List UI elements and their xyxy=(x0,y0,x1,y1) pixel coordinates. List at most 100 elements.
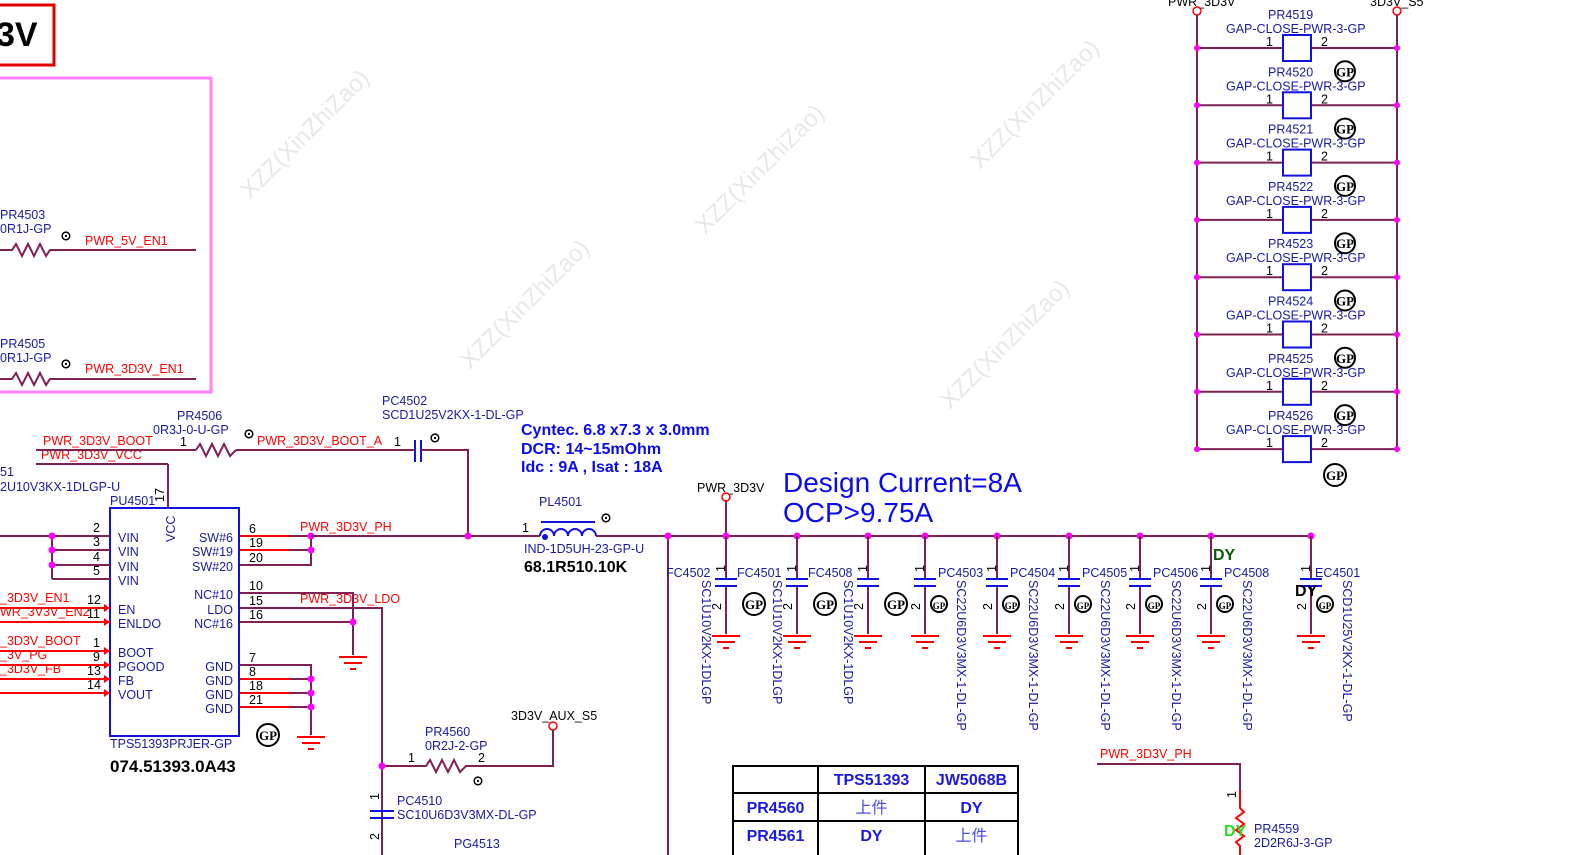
pin-net: _3D3V_FB xyxy=(0,662,61,676)
gap-resistor-array: PWR_3D3V 3D3V_S5 PR4519GAP-CLOSE-PWR-3-G… xyxy=(1168,0,1424,487)
pin-name: SW#20 xyxy=(192,560,233,574)
pin-name: EN xyxy=(118,603,135,617)
gp-badge: GP xyxy=(1336,236,1354,251)
cap-ref: FC4501 xyxy=(737,566,782,580)
pin-number: 6 xyxy=(249,522,256,536)
pin-number: 1 xyxy=(1057,565,1071,572)
gap-left-net: PWR_3D3V xyxy=(1168,0,1236,9)
cap-ref: EC4501 xyxy=(1315,566,1360,580)
table-cell: DY xyxy=(960,800,983,817)
pc4510-ref: PC4510 xyxy=(397,794,442,808)
gap-part: GAP-CLOSE-PWR-3-GP xyxy=(1226,366,1366,380)
gap-ref: PR4520 xyxy=(1268,65,1313,79)
pin-name: GND xyxy=(205,688,233,702)
gap-ref: PR4522 xyxy=(1268,180,1313,194)
enable-block: PR4503 0R1J-GP PWR_5V_EN1 ⊙ PR4505 0R1J-… xyxy=(0,76,213,394)
ground-symbol xyxy=(1055,635,1083,649)
cap-ref: FC4508 xyxy=(808,566,853,580)
pc4502-ref: PC4502 xyxy=(382,394,427,408)
pin-name: SW#6 xyxy=(199,531,233,545)
gap-part: GAP-CLOSE-PWR-3-GP xyxy=(1226,22,1366,36)
ground-symbol xyxy=(1197,635,1225,649)
pin-number: 3 xyxy=(93,535,100,549)
net-pwr-5v-en1: PWR_5V_EN1 xyxy=(85,234,168,248)
table-row-header: PR4560 xyxy=(747,800,805,817)
watermark: XZZ(XinZhiZao) xyxy=(455,234,595,374)
pin-number: 5 xyxy=(93,564,100,578)
ground-symbol xyxy=(339,656,367,670)
pin-number: 1 xyxy=(714,565,728,572)
pin-number: 1 xyxy=(1266,322,1273,336)
gp-badge-icon xyxy=(1334,60,1356,83)
gap-part: GAP-CLOSE-PWR-3-GP xyxy=(1226,423,1366,437)
watermark: XZZ(XinZhiZao) xyxy=(690,99,830,239)
pin-number: 11 xyxy=(87,607,100,621)
cap-part: SC22U6D3V3MX-1-DL-GP xyxy=(954,580,968,731)
pin-number: 7 xyxy=(249,651,256,665)
inductor-note-2: DCR: 14~15mOhm xyxy=(521,441,661,458)
gap-part: GAP-CLOSE-PWR-3-GP xyxy=(1226,137,1366,151)
aux-circuit: 3D3V_AUX_S5 1 2 PR4560 0R2J-2-GP ⊙ 1 2 P… xyxy=(368,709,597,851)
watermarks: XZZ(XinZhiZao) XZZ(XinZhiZao) XZZ(XinZhi… xyxy=(235,34,1105,414)
gp-badge-icon xyxy=(1316,595,1334,613)
pin-number: 2 xyxy=(710,603,724,610)
gap-ref: PR4524 xyxy=(1268,295,1313,309)
gp-badge-icon xyxy=(1334,232,1356,255)
pin-number: 14 xyxy=(87,678,101,692)
cap-ref: PC4503 xyxy=(938,566,983,580)
gp-badge: GP xyxy=(745,597,763,612)
dy-marker: DY xyxy=(1295,583,1318,600)
pin-number: 1 xyxy=(408,751,415,765)
cap-part: SC22U6D3V3MX-1-DL-GP xyxy=(1098,580,1112,731)
gap-part: GAP-CLOSE-PWR-3-GP xyxy=(1226,79,1366,93)
gp-badge-icon xyxy=(1334,289,1356,312)
gp-badge: GP xyxy=(1336,294,1354,309)
pin-name: NC#10 xyxy=(194,588,233,602)
pr4559-ref: PR4559 xyxy=(1254,822,1299,836)
pr4506-ref: PR4506 xyxy=(177,409,222,423)
pin-number: 2 xyxy=(93,521,100,535)
pin-net: _3D3V_BOOT xyxy=(0,634,81,648)
ic-part: TPS51393PRJER-GP xyxy=(110,737,232,751)
ground-symbol xyxy=(1297,635,1325,649)
output-node: PWR_3D3V Design Current=8A OCP>9.75A xyxy=(664,467,1022,855)
gap-part: GAP-CLOSE-PWR-3-GP xyxy=(1226,309,1366,323)
snubber-circuit: PWR_3D3V_PH 1 DY PR4559 2D2R6J-3-GP xyxy=(1097,747,1333,855)
pin-number: 2 xyxy=(852,603,866,610)
pin-number: 1 xyxy=(1128,565,1142,572)
pin-number: 2 xyxy=(1321,379,1328,393)
watermark: XZZ(XinZhiZao) xyxy=(965,34,1105,174)
boot-circuit: PWR_3D3V_BOOT PWR_3D3V_VCC 1 PR4506 0R3J… xyxy=(0,394,524,536)
cap-ref: PC4505 xyxy=(1082,566,1127,580)
ic-left-pins: 2VIN3VIN4VIN5VIN12EN_3D3V_EN111ENLDOWR_3… xyxy=(0,521,165,702)
gp-badge: GP xyxy=(1336,179,1354,194)
pin-name: VOUT xyxy=(118,688,153,702)
cap-ref: FC4502 xyxy=(666,566,711,580)
pin-name: GND xyxy=(205,702,233,716)
inductor-part-number: 68.1R510.10K xyxy=(524,559,628,576)
dy-marker: DY xyxy=(1224,823,1247,840)
watermark: XZZ(XinZhiZao) xyxy=(235,64,375,204)
pin-name: FB xyxy=(118,674,134,688)
pin-number: 2 xyxy=(1321,92,1328,106)
pin-name: VIN xyxy=(118,560,139,574)
title-box: 3V xyxy=(0,3,56,67)
gp-badge: ⊙ xyxy=(430,430,441,445)
net-snubber-ph: PWR_3D3V_PH xyxy=(1100,747,1192,761)
gp-badge: GP xyxy=(1336,122,1354,137)
pin-number: 15 xyxy=(249,594,263,608)
cap-part: SC22U6D3V3MX-1-DL-GP xyxy=(1240,580,1254,731)
table-cell: 上件 xyxy=(855,798,887,817)
cap-part: SC22U6D3V3MX-1-DL-GP xyxy=(1169,580,1183,731)
